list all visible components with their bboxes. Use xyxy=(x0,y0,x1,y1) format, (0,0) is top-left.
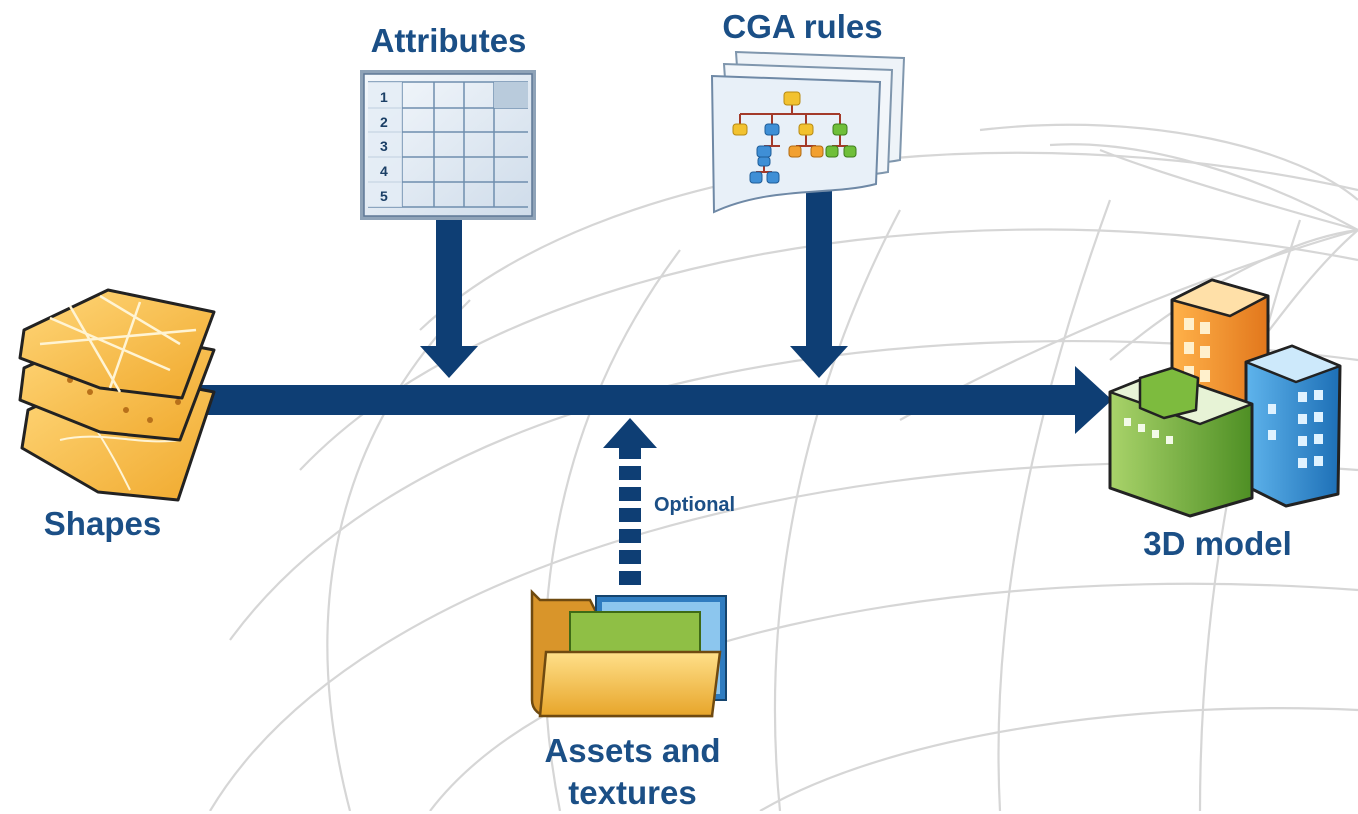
table-row-number: 4 xyxy=(380,163,388,179)
assets-and-textures-label: Assets and textures xyxy=(505,730,760,814)
table-row-number: 2 xyxy=(380,114,388,130)
buildings-icon xyxy=(1108,278,1342,518)
3d-model-label: 3D model xyxy=(1143,525,1292,562)
optional-assets-arrow xyxy=(603,418,657,585)
folder-images-icon xyxy=(530,588,727,718)
table-row-number: 5 xyxy=(380,188,388,204)
table-row-number: 3 xyxy=(380,138,388,154)
table-icon: 1 2 3 4 5 xyxy=(360,70,536,220)
shapes-label: Shapes xyxy=(43,505,162,542)
attributes-label: Attributes xyxy=(370,22,527,59)
attributes-arrow xyxy=(420,216,478,378)
optional-label: Optional xyxy=(654,494,736,516)
map-layers-icon xyxy=(18,288,216,502)
cga-rules-label: CGA rules xyxy=(722,8,883,45)
assets-label-line1: Assets and xyxy=(544,732,721,769)
cga-rules-arrow xyxy=(790,185,848,378)
rule-tree-icon xyxy=(710,50,906,214)
assets-label-line2: textures xyxy=(568,774,697,811)
table-row-number: 1 xyxy=(380,89,388,105)
main-flow-arrow xyxy=(195,366,1112,434)
background-globe-grid xyxy=(209,123,1358,811)
